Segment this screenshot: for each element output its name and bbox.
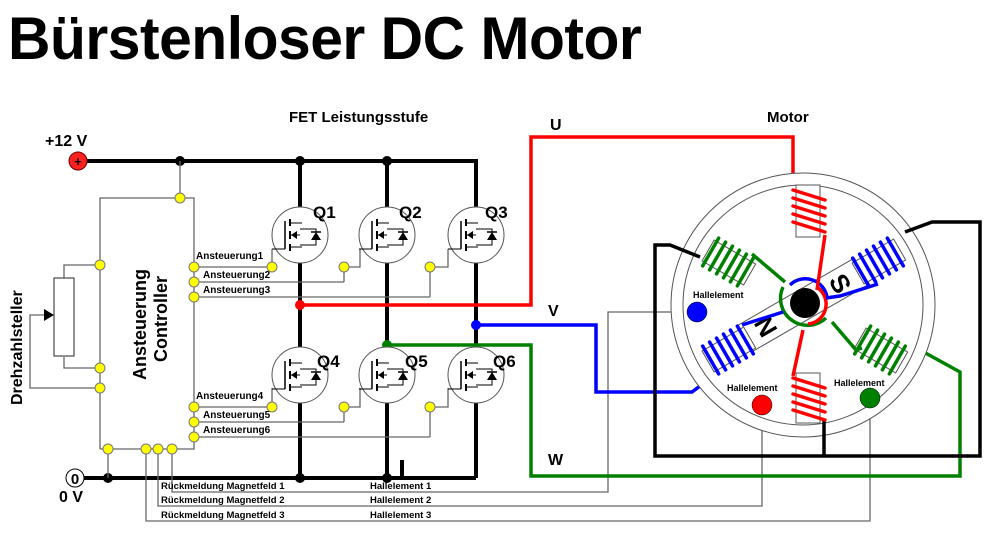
coil-w-left (700, 236, 757, 288)
phase-u-junction (295, 300, 305, 310)
transistor-label: Q1 (313, 203, 336, 222)
terminal-dot (188, 261, 200, 273)
supply-negative-label: 0 V (59, 489, 83, 506)
coil-v-left (700, 324, 757, 376)
terminal-dot (174, 192, 186, 204)
ground-terminal: 0 (65, 468, 85, 488)
hall-element-label: Hallelement 1 (370, 481, 432, 492)
terminal-dot (94, 382, 106, 394)
phase-w-label: W (548, 452, 564, 469)
hall-element-label: Hallelement 3 (370, 510, 431, 521)
terminal-dot (188, 401, 200, 413)
gate-signal-label: Ansteuerung1 (196, 251, 264, 262)
transistor-label: Q5 (405, 352, 428, 371)
transistor-label: Q6 (493, 352, 516, 371)
terminal-dot (266, 261, 278, 273)
positive-terminal: + (68, 151, 88, 171)
speed-control-potentiometer[interactable] (44, 277, 75, 357)
plus-icon: + (74, 154, 82, 169)
rotor-shaft (790, 288, 820, 318)
controller-label-line2: Controller (151, 276, 171, 362)
gate-signal-label: Ansteuerung3 (203, 285, 271, 296)
gate-signal-label: Ansteuerung4 (196, 391, 264, 402)
gate-signal-label: Ansteuerung2 (203, 270, 271, 281)
feedback-label: Rückmeldung Magnetfeld 2 (161, 495, 285, 506)
hall-sensor-2: Hallelement (727, 383, 778, 416)
supply-positive-label: +12 V (45, 133, 88, 150)
feedback-label: Rückmeldung Magnetfeld 3 (161, 510, 285, 521)
zero-icon: 0 (71, 471, 79, 488)
diagram-title: Bürstenloser DC Motor (8, 5, 642, 72)
terminal-dot (188, 291, 200, 303)
terminal-dot (188, 416, 200, 428)
terminal-dot (94, 259, 106, 271)
junction-dot (295, 156, 305, 166)
junction-dot (295, 473, 305, 483)
svg-text:Hallelement: Hallelement (693, 290, 744, 300)
feedback-label: Rückmeldung Magnetfeld 1 (161, 481, 285, 492)
motor-star-wire (653, 220, 982, 458)
coil-v-right (850, 236, 907, 288)
phase-v-label: V (548, 303, 559, 320)
phase-v-junction (471, 320, 481, 330)
transistor-label: Q4 (317, 352, 340, 371)
controller-terminals (94, 192, 436, 455)
hall-sensor-1: Hallelement (686, 290, 744, 323)
junction-dot (382, 156, 392, 166)
terminal-dot (140, 443, 152, 455)
motor-label: Motor (767, 109, 809, 126)
terminal-dot (338, 261, 350, 273)
terminal-dot (166, 443, 178, 455)
controller-label-line1: Ansteuerung (130, 269, 150, 380)
transistor-label: Q3 (485, 203, 508, 222)
power-stage-label: FET Leistungsstufe (289, 109, 428, 126)
junction-dot (382, 473, 392, 483)
svg-text:Hallelement: Hallelement (834, 378, 885, 388)
hall-sensor-3: Hallelement (834, 378, 885, 409)
svg-text:Hallelement: Hallelement (727, 383, 778, 393)
speed-control-label: Drehzahlsteller (9, 290, 26, 405)
terminal-dot (338, 401, 350, 413)
phase-w-wire (387, 343, 962, 478)
terminal-dot (94, 362, 106, 374)
terminal-dot (152, 443, 164, 455)
transistor-label: Q2 (399, 203, 422, 222)
terminal-dot (266, 401, 278, 413)
terminal-dot (424, 261, 436, 273)
coil-u-top (791, 184, 827, 291)
terminal-dot (188, 431, 200, 443)
phase-u-label: U (550, 117, 562, 134)
terminal-dot (188, 276, 200, 288)
hall-element-label: Hallelement 2 (370, 495, 431, 506)
terminal-dot (102, 443, 114, 455)
phase-v-wire (476, 323, 710, 394)
phase-u-wire (300, 135, 795, 307)
terminal-dot (424, 401, 436, 413)
coil-u-bottom (791, 329, 827, 424)
gate-signal-label: Ansteuerung6 (203, 425, 271, 436)
gate-signal-label: Ansteuerung5 (203, 410, 271, 421)
